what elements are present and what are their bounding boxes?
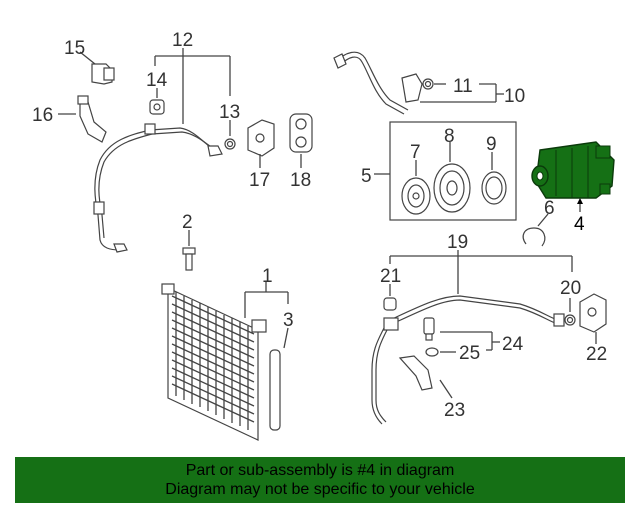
callout-3: 3 [283,310,294,331]
switch-part-24 [423,317,435,341]
callout-22: 22 [586,344,607,365]
clutch-hub-part-7 [401,177,431,215]
seal-part-18 [289,113,313,153]
coil-part-9 [481,171,507,205]
valve-part-17 [247,119,275,157]
callout-21: 21 [380,266,401,287]
callout-8: 8 [444,126,455,147]
info-banner: Part or sub-assembly is #4 in diagram Di… [15,457,625,503]
cap-part-14 [149,99,165,115]
condenser-part-1 [161,283,281,441]
callout-18: 18 [290,170,311,191]
leader-12 [154,48,231,124]
oring-part-20 [564,314,576,326]
callout-7: 7 [410,142,421,163]
parts-diagram: 1 2 3 4 5 6 7 8 9 10 11 12 13 14 15 16 1… [32,30,615,441]
callout-12: 12 [172,30,193,51]
hose-assembly-12 [93,123,223,253]
callout-13: 13 [219,102,240,123]
callout-20: 20 [560,278,581,299]
callout-6: 6 [544,198,555,219]
oring-part-13 [224,138,236,150]
hose-assembly-19 [371,295,565,425]
banner-line-1: Part or sub-assembly is #4 in diagram [185,462,455,479]
callout-24: 24 [502,334,524,355]
callout-labels: 1 2 3 4 5 6 7 8 9 10 11 12 13 14 15 16 1… [32,30,607,421]
callout-11: 11 [453,76,473,97]
bracket-part-23 [398,355,433,391]
callout-2: 2 [182,212,193,233]
callout-19: 19 [447,232,468,253]
leader-10 [420,83,504,103]
leader-19 [389,250,573,294]
callout-10: 10 [504,86,525,107]
leader-1 [244,282,289,318]
callout-17: 17 [249,170,270,191]
oring-part-25 [425,347,439,357]
leader-24 [440,331,500,351]
banner-line-2: Diagram may not be specific to your vehi… [165,481,475,498]
clip-part-6 [522,227,546,247]
bolt-part-2 [182,247,196,271]
cap-part-21 [383,297,397,311]
callout-4: 4 [574,214,585,235]
callout-14: 14 [146,70,168,91]
hose-assembly-10 [333,51,423,115]
callout-23: 23 [444,400,465,421]
compressor-part-4 [531,141,615,199]
callout-25: 25 [459,343,480,364]
pulley-part-8 [433,163,471,213]
callout-1: 1 [262,266,273,287]
connector-part-15 [91,63,115,85]
oring-part-11 [422,78,434,90]
callout-5: 5 [361,166,372,187]
callout-16: 16 [32,105,53,126]
callout-9: 9 [486,134,497,155]
callout-15: 15 [64,38,85,59]
valve-part-22 [579,293,607,333]
bracket-part-16 [77,95,107,143]
